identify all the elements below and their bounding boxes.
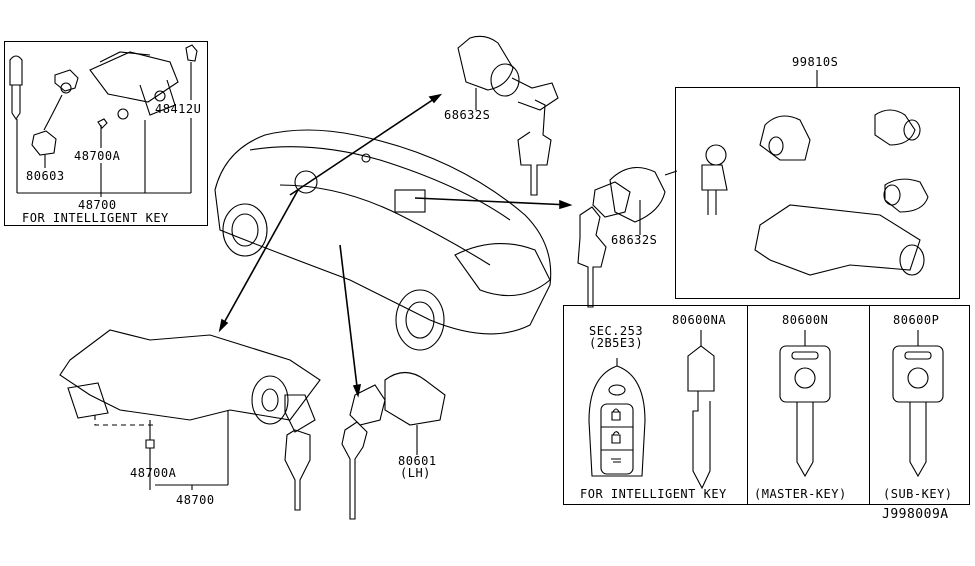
left-box-caption: FOR INTELLIGENT KEY	[22, 211, 169, 225]
part-label-48700A-bottom: 48700A	[130, 466, 177, 480]
part-label-80603: 80603	[26, 169, 65, 183]
sub-key-80600P	[892, 330, 944, 478]
master-key-caption: (MASTER-KEY)	[754, 487, 847, 501]
section-ref-code-label: (2B5E3)	[589, 336, 644, 350]
intelligent-key-caption: FOR INTELLIGENT KEY	[580, 487, 727, 501]
diagram-id: J998009A	[882, 507, 949, 522]
intelligent-key-assembly-box	[4, 41, 208, 226]
vehicle-illustration	[214, 129, 552, 351]
section-ref-label: SEC.253	[589, 324, 644, 338]
part-label-48412U: 48412U	[155, 102, 202, 116]
key-set-contents	[701, 70, 929, 276]
steering-lock-assembly	[59, 329, 321, 511]
part-label-48700: 48700	[78, 198, 117, 212]
location-arrows	[218, 93, 573, 398]
keys-box-divider-1	[747, 305, 748, 505]
part-label-80600P: 80600P	[893, 313, 940, 327]
keys-box-divider-2	[869, 305, 870, 505]
part-label-80600NA: 80600NA	[672, 313, 727, 327]
part-label-80601-note: (LH)	[400, 466, 431, 480]
intelligent-key-ignition-assembly	[9, 44, 198, 197]
part-label-48700A: 48700A	[74, 149, 121, 163]
intelligent-key-fob	[588, 358, 646, 477]
part-label-68632S-top: 68632S	[444, 108, 491, 122]
part-label-80601: 80601	[398, 454, 437, 468]
mechanical-key-80600NA	[687, 330, 715, 490]
part-label-99810S: 99810S	[792, 55, 839, 69]
sub-key-caption: (SUB-KEY)	[883, 487, 953, 501]
door-lock-lh	[341, 371, 446, 520]
key-set-box	[675, 87, 960, 299]
part-label-48700-bottom: 48700	[176, 493, 215, 507]
master-key-80600N	[779, 330, 831, 478]
door-lock-cylinder-top	[457, 35, 559, 196]
part-label-68632S-right: 68632S	[611, 233, 658, 247]
keys-box	[563, 305, 970, 505]
part-label-80600N: 80600N	[782, 313, 829, 327]
